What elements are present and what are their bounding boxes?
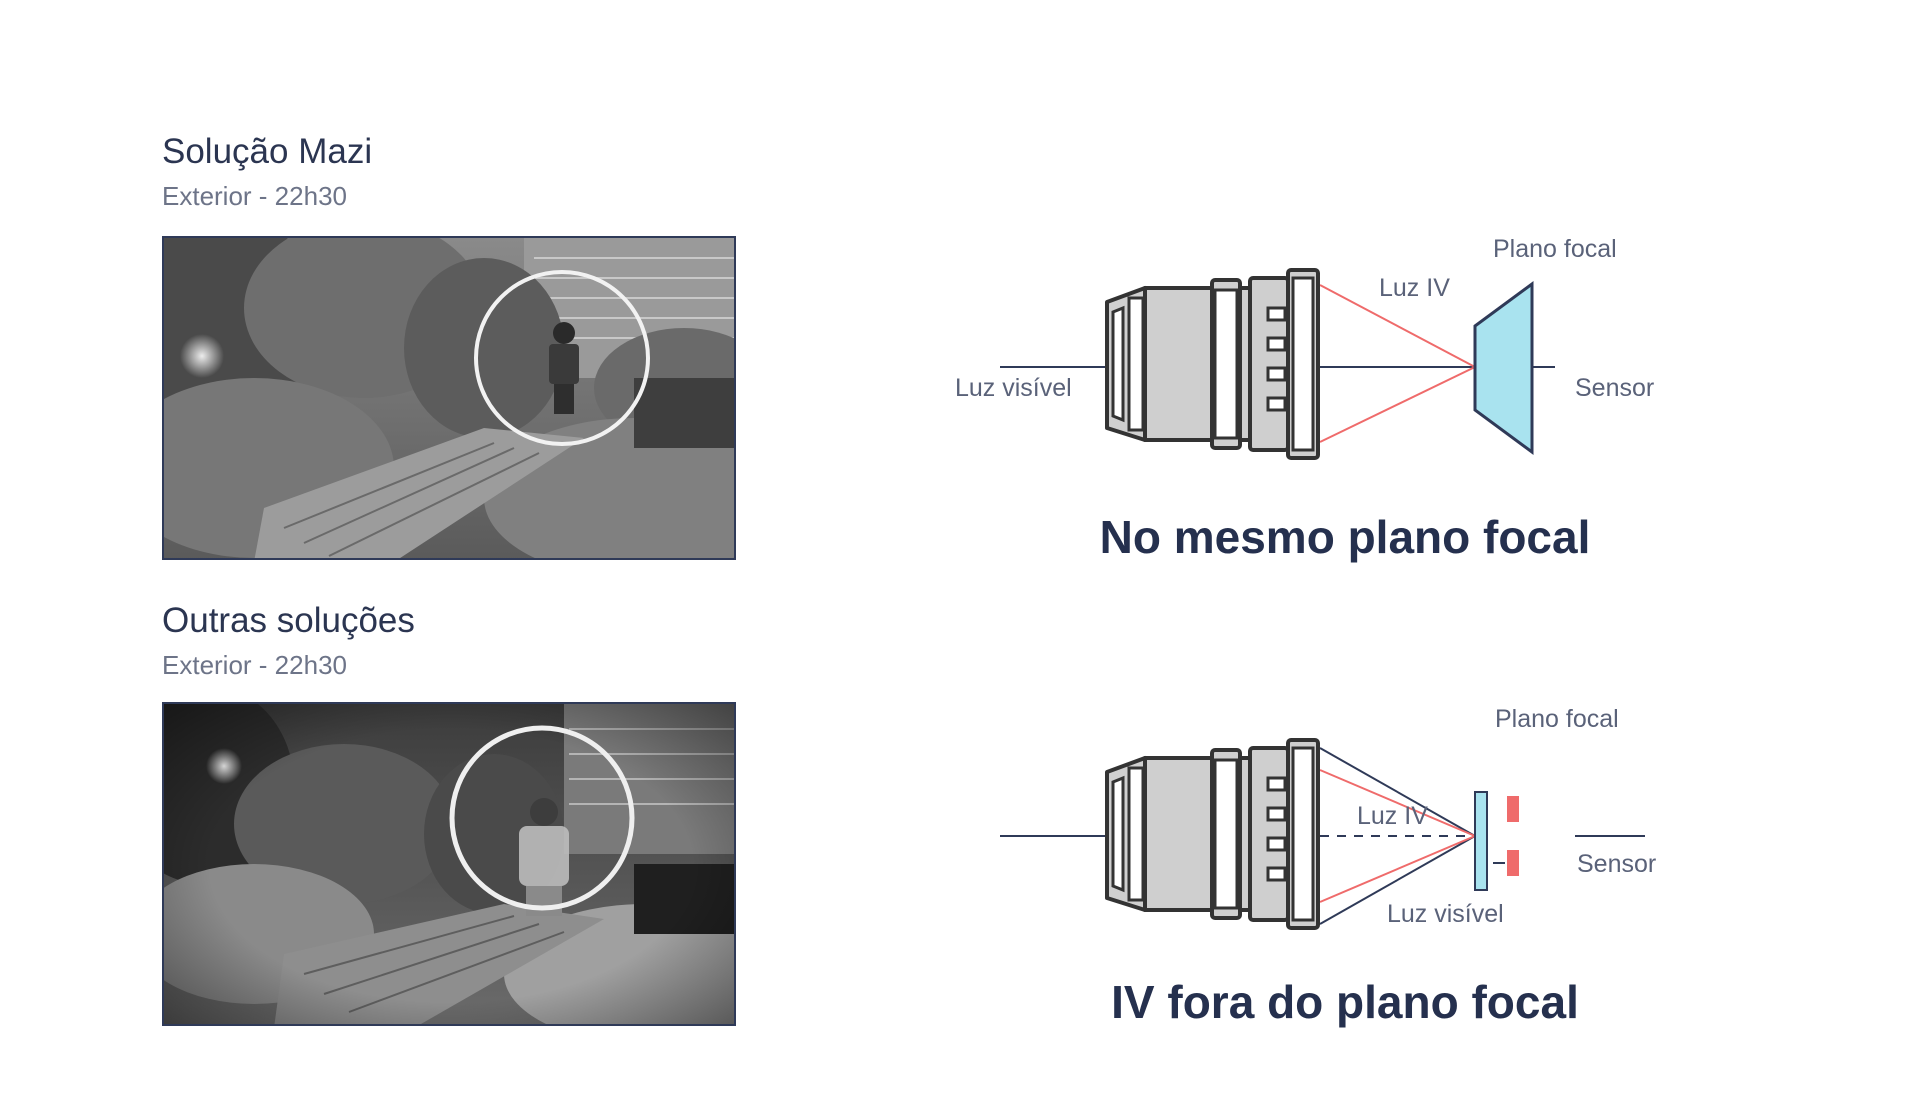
label-ir-light: Luz IV [1357,802,1428,830]
label-focal-plane: Plano focal [1495,705,1619,733]
label-visible-light: Luz visível [1387,900,1504,928]
visible-ray-top [1319,747,1476,837]
label-sensor: Sensor [1575,374,1654,402]
optics-diagram-same-plane: Luz visível Luz IV Plano focal Sensor [955,235,1654,460]
section-subtitle-mazi: Exterior - 22h30 [162,181,347,211]
caption-same-focal-plane: No mesmo plano focal [1099,511,1591,563]
label-ir-light: Luz IV [1379,274,1450,302]
label-visible-light: Luz visível [955,374,1072,402]
ir-ray-bottom [1319,366,1476,443]
ir-ray-top [1319,769,1476,837]
caption-ir-out-of-focal-plane: IV fora do plano focal [1111,976,1579,1028]
label-focal-plane: Plano focal [1493,235,1617,263]
ir-focus-mark-top [1507,796,1519,822]
ir-ray-top [1319,284,1476,368]
label-sensor: Sensor [1577,850,1656,878]
night-photo-others [162,702,736,1026]
night-photo-mazi [162,236,736,560]
section-title-others: Outras soluções [162,601,415,640]
section-subtitle-others: Exterior - 22h30 [162,650,347,680]
section-title-mazi: Solução Mazi [162,132,373,171]
optics-diagram-out-of-plane: Luz IV Luz visível Plano focal Sensor [1000,705,1656,930]
ir-ray-bottom [1319,835,1476,903]
sensor-icon [1473,281,1534,455]
visible-ray-bottom [1319,835,1476,925]
sensor-icon [1474,791,1488,891]
ir-focus-mark-bottom [1507,850,1519,876]
